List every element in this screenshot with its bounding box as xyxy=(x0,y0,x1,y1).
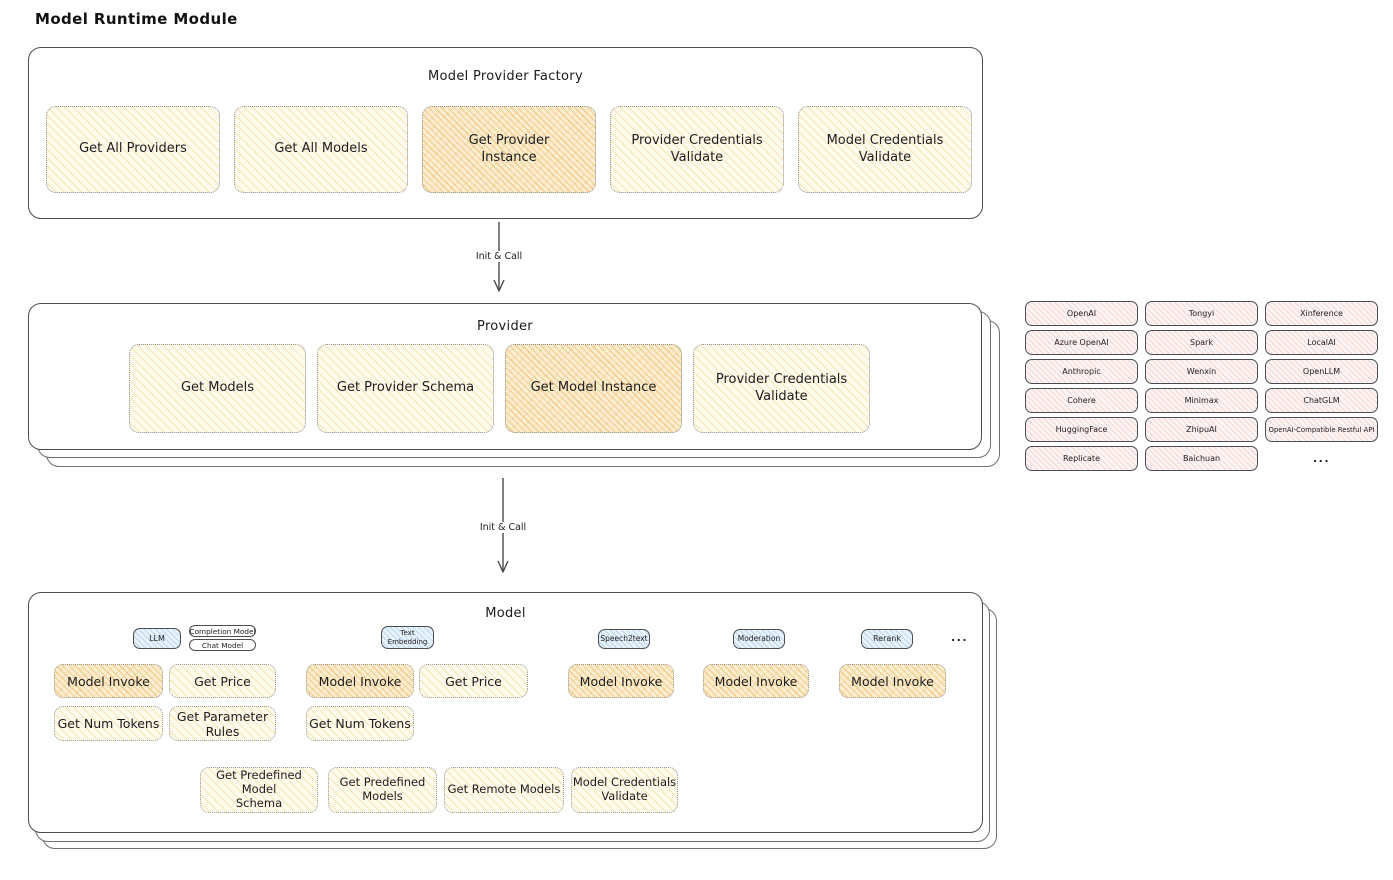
model-panel: Model LLM Completion Model Chat Model Te… xyxy=(28,592,983,833)
provider-chip-chatglm: ChatGLM xyxy=(1265,388,1378,413)
providers-grid: OpenAI Tongyi Xinference Azure OpenAI Sp… xyxy=(1025,301,1378,471)
llm-get-parameter-rules: Get Parameter Rules xyxy=(169,706,276,741)
provider-chip-tongyi: Tongyi xyxy=(1145,301,1258,326)
speech2text-model-invoke: Model Invoke xyxy=(568,664,674,698)
provider-chip-huggingface: HuggingFace xyxy=(1025,417,1138,442)
provider-chip-wenxin: Wenxin xyxy=(1145,359,1258,384)
provider-get-provider-schema: Get Provider Schema xyxy=(317,344,494,433)
get-remote-models: Get Remote Models xyxy=(444,767,564,813)
page-title: Model Runtime Module xyxy=(35,10,238,28)
provider-panel: Provider Get Models Get Provider Schema … xyxy=(28,303,982,450)
text-embedding-get-price: Get Price xyxy=(419,664,528,698)
model-credentials-validate: Model Credentials Validate xyxy=(571,767,678,813)
llm-model-invoke: Model Invoke xyxy=(54,664,163,698)
provider-chip-openllm: OpenLLM xyxy=(1265,359,1378,384)
get-predefined-model-schema: Get Predefined Model Schema xyxy=(200,767,318,813)
text-embedding-get-num-tokens: Get Num Tokens xyxy=(306,706,414,741)
arrow-label-init-call-1: Init & Call xyxy=(471,251,527,262)
provider-panel-group: Provider Get Models Get Provider Schema … xyxy=(28,303,1000,467)
factory-provider-credentials-validate: Provider Credentials Validate xyxy=(610,106,784,193)
model-more-ellipsis: ... xyxy=(951,631,969,644)
factory-get-all-providers: Get All Providers xyxy=(46,106,220,193)
provider-chip-replicate: Replicate xyxy=(1025,446,1138,471)
provider-chip-openai: OpenAI xyxy=(1025,301,1138,326)
llm-get-price: Get Price xyxy=(169,664,276,698)
provider-provider-credentials-validate: Provider Credentials Validate xyxy=(693,344,870,433)
provider-panel-title: Provider xyxy=(477,319,533,334)
model-panel-group: Model LLM Completion Model Chat Model Te… xyxy=(28,592,997,849)
factory-get-all-models: Get All Models xyxy=(234,106,408,193)
tag-chat-model: Chat Model xyxy=(189,639,256,651)
factory-panel: Model Provider Factory Get All Providers… xyxy=(28,47,983,219)
provider-chip-baichuan: Baichuan xyxy=(1145,446,1258,471)
provider-chip-localai: LocalAI xyxy=(1265,330,1378,355)
provider-get-models: Get Models xyxy=(129,344,306,433)
arrow-label-init-call-2: Init & Call xyxy=(475,522,531,533)
tag-llm: LLM xyxy=(133,628,181,649)
provider-chip-azure-openai: Azure OpenAI xyxy=(1025,330,1138,355)
tag-rerank: Rerank xyxy=(861,629,913,649)
llm-get-num-tokens: Get Num Tokens xyxy=(54,706,163,741)
rerank-model-invoke: Model Invoke xyxy=(839,664,946,698)
provider-get-model-instance: Get Model Instance xyxy=(505,344,682,433)
factory-get-provider-instance: Get Provider Instance xyxy=(422,106,596,193)
providers-more-ellipsis: ... xyxy=(1312,452,1331,465)
provider-row: Get Models Get Provider Schema Get Model… xyxy=(129,344,870,433)
factory-row: Get All Providers Get All Models Get Pro… xyxy=(46,106,972,193)
moderation-model-invoke: Model Invoke xyxy=(703,664,809,698)
tag-moderation: Moderation xyxy=(733,629,785,649)
provider-chip-xinference: Xinference xyxy=(1265,301,1378,326)
provider-chip-zhipuai: ZhipuAI xyxy=(1145,417,1258,442)
provider-chip-minimax: Minimax xyxy=(1145,388,1258,413)
tag-speech2text: Speech2text xyxy=(598,629,650,649)
get-predefined-models: Get Predefined Models xyxy=(328,767,437,813)
provider-chip-cohere: Cohere xyxy=(1025,388,1138,413)
provider-chip-openai-compatible-restful-api: OpenAI-Compatible Restful API xyxy=(1265,417,1378,442)
text-embedding-model-invoke: Model Invoke xyxy=(306,664,414,698)
tag-text-embedding: Text Embedding xyxy=(381,626,434,649)
factory-model-credentials-validate: Model Credentials Validate xyxy=(798,106,972,193)
tag-completion-model: Completion Model xyxy=(189,625,256,637)
provider-chip-anthropic: Anthropic xyxy=(1025,359,1138,384)
model-panel-title: Model xyxy=(485,606,526,621)
factory-panel-title: Model Provider Factory xyxy=(428,69,583,84)
provider-chip-spark: Spark xyxy=(1145,330,1258,355)
